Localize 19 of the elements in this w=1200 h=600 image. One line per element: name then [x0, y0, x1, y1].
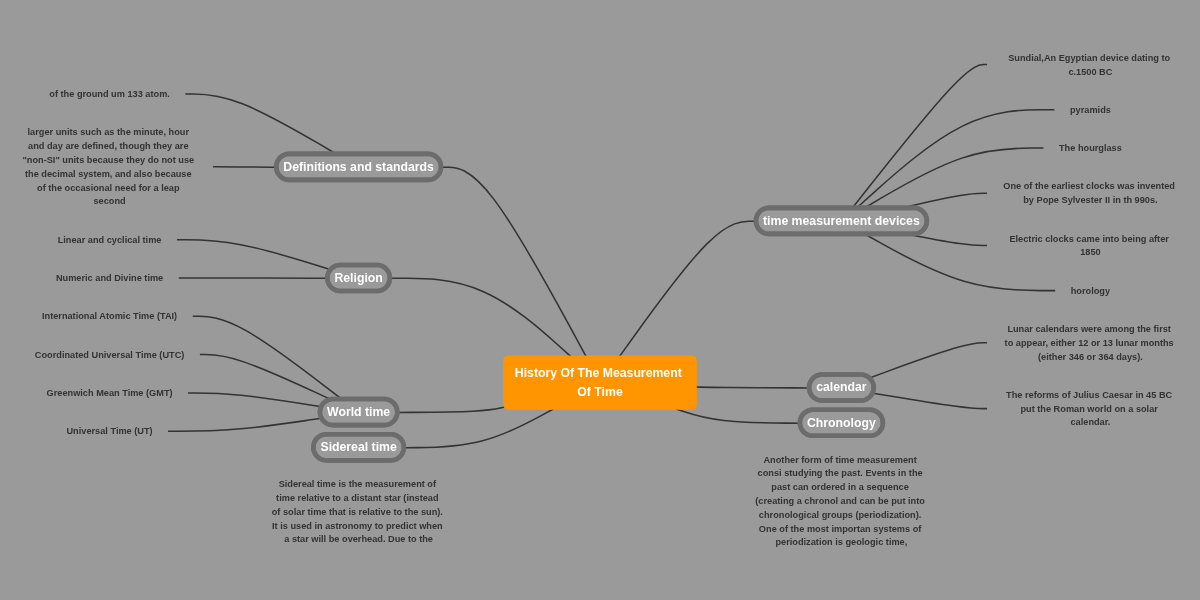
- connector: [872, 392, 988, 410]
- node-label: Another form of time measurement consi studying the past. Events in the past can ordered in a sequence (creating a chronol and can be put into chronological groups (periodization). One of the most importan systems of periodization is geologic time,: [755, 454, 925, 548]
- node-text: Electric clocks came into being after 1850: [1009, 233, 1169, 258]
- node-text: International Atomic Time (TAI): [41, 310, 178, 322]
- node-text: The hourglass: [1059, 142, 1122, 154]
- node-label: Sidereal time is the measurement of time relative to a distant star (instead of solar time that is relative to the sun). It is used in astronomy to predict when a star will be overhead. Due to the: [271, 478, 443, 545]
- node-text: Greenwich Mean Time (GMT): [46, 387, 173, 399]
- node-text: Linear and cyclical time: [57, 234, 162, 246]
- node-text: Sundial,An Egyptian device dating to c.1500 BC: [1008, 52, 1171, 77]
- node-text: of the ground um 133 atom.: [49, 88, 170, 100]
- node-text: horology: [1070, 285, 1111, 296]
- node-text: Universal Time (UT): [66, 425, 153, 437]
- node-text: pyramids: [1069, 104, 1111, 116]
- node-text: The reforms of Julius Caesar in 45 BC put the Roman world on a solar calendar.: [1006, 389, 1173, 428]
- node-text: Numeric and Divine time: [55, 272, 164, 284]
- node-text: Coordinated Universal Time (UTC): [34, 349, 185, 360]
- node-text: larger units such as the minute, hour and day are defined, though they are "non-SI" units because they do not use the decimal system, and also because of the occasional need for a leap second: [22, 127, 195, 207]
- node-text: Lunar calendars were among the first to appear, either 12 or 13 lunar months (either 346 or 364 days).: [1004, 323, 1174, 362]
- node-text: One of the earliest clocks was invented by Pope Sylvester II in th 990s.: [1003, 181, 1175, 206]
